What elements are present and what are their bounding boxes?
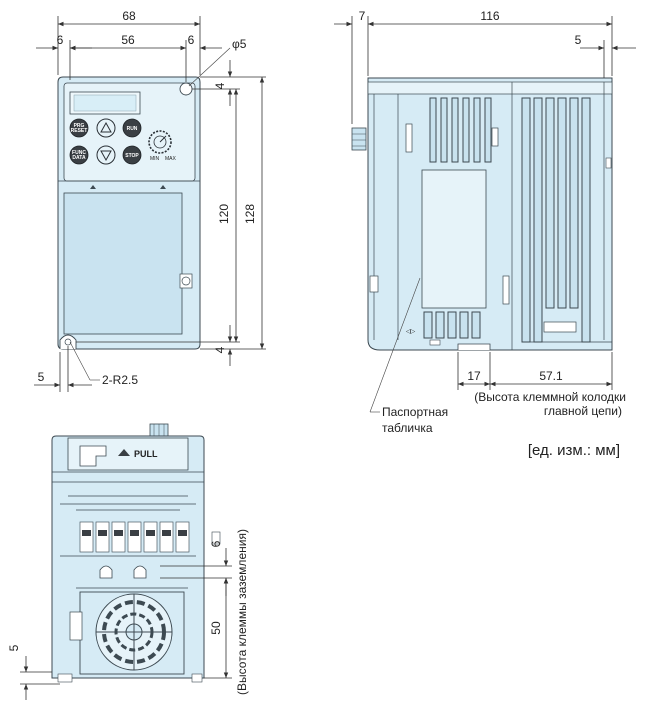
svg-text:56: 56: [121, 33, 135, 47]
svg-text:[ед. изм.: мм]: [ед. изм.: мм]: [528, 442, 620, 459]
svg-text:6: 6: [57, 33, 64, 47]
svg-text:57.1: 57.1: [539, 369, 563, 383]
front-view: PRG RESET RUN FUNC DATA STOP MIN MAX: [34, 9, 266, 392]
cooling-fan: [69, 591, 185, 675]
svg-text:PULL: PULL: [134, 449, 158, 459]
svg-text:(Высота клеммной колодки: (Высота клеммной колодки: [474, 390, 626, 404]
down-key: [96, 145, 116, 165]
ground-terminal-right: [133, 565, 147, 579]
svg-text:RUN: RUN: [127, 126, 138, 132]
svg-text:128: 128: [243, 204, 257, 224]
terminal-block: [79, 521, 190, 553]
side-view: ◁▷ 7 116 5 17 57.1 (Высота клеммной коло…: [334, 9, 636, 459]
svg-text:табличка: табличка: [382, 421, 433, 435]
symbol-mark: ◁▷: [406, 329, 416, 335]
svg-text:116: 116: [480, 9, 499, 23]
svg-text:MIN: MIN: [150, 156, 160, 162]
svg-text:5: 5: [575, 33, 582, 47]
svg-text:120: 120: [217, 204, 231, 224]
svg-text:68: 68: [122, 9, 136, 23]
svg-text:RESET: RESET: [71, 128, 88, 134]
ground-terminal-left: [99, 565, 113, 579]
prg-reset-key: [69, 118, 89, 138]
bottom-view: PULL: [7, 423, 249, 700]
svg-text:Паспортная: Паспортная: [382, 405, 448, 419]
svg-text:главной цепи): главной цепи): [544, 404, 622, 418]
down-arrow-icon: [100, 150, 112, 162]
svg-text:50: 50: [209, 621, 223, 635]
pull-arrow-icon: [118, 449, 130, 456]
svg-text:4: 4: [213, 82, 227, 89]
frequency-dial: MIN MAX: [148, 130, 177, 162]
nameplate: [421, 169, 487, 309]
svg-text:2-R2.5: 2-R2.5: [102, 373, 138, 387]
svg-text:FUNC: FUNC: [72, 150, 86, 156]
up-arrow-icon: [100, 121, 112, 133]
svg-text:6: 6: [188, 33, 195, 47]
up-key: [96, 118, 116, 138]
svg-text:17: 17: [467, 369, 481, 383]
svg-text:5: 5: [7, 644, 21, 651]
svg-text:PRG: PRG: [74, 123, 85, 129]
svg-text:5: 5: [38, 370, 45, 384]
svg-text:φ5: φ5: [232, 37, 247, 51]
svg-text:STOP: STOP: [125, 153, 139, 159]
stop-key: [122, 145, 142, 165]
svg-text:4: 4: [213, 346, 227, 353]
func-data-key: [69, 145, 89, 165]
dial-knob: [351, 127, 367, 151]
svg-text:MAX: MAX: [165, 156, 177, 162]
svg-text:6: 6: [209, 540, 223, 547]
svg-text:(Высота клеммы заземления): (Высота клеммы заземления): [235, 529, 249, 695]
run-key: [122, 118, 142, 138]
svg-text:DATA: DATA: [72, 155, 86, 161]
svg-text:7: 7: [359, 9, 366, 23]
